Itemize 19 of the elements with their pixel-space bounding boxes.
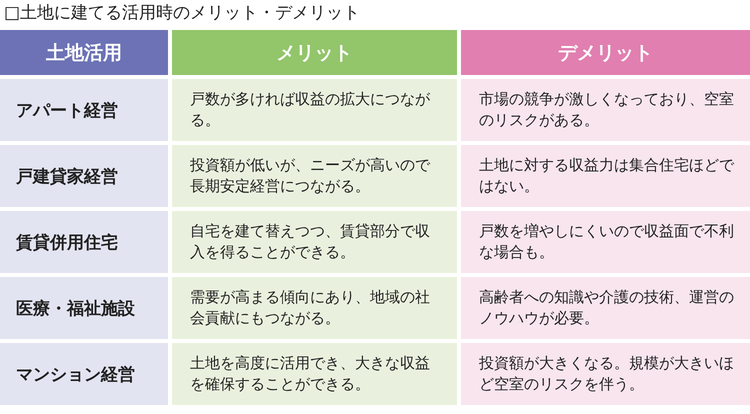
table-cell: 需要が高まる傾向にあり、地域の社会貢献にもつながる。 <box>172 277 457 339</box>
table-cell: 土地を高度に活用でき、大きな収益を確保することができる。 <box>172 343 457 405</box>
table-cell: 自宅を建て替えつつ、賃貸部分で収入を得ることができる。 <box>172 211 457 273</box>
table-cell: 高齢者への知識や介護の技術、運営のノウハウが必要。 <box>461 277 750 339</box>
column-header: デメリット <box>461 30 750 75</box>
row-header: 戸建貸家経営 <box>0 145 168 207</box>
table-cell: 土地に対する収益力は集合住宅ほどではない。 <box>461 145 750 207</box>
table-title: □土地に建てる活用時のメリット・デメリット <box>4 2 360 24</box>
row-header: 賃貸併用住宅 <box>0 211 168 273</box>
column-header: 土地活用 <box>0 30 168 75</box>
table-cell: 投資額が低いが、ニーズが高いので長期安定経営につながる。 <box>172 145 457 207</box>
table-cell: 戸数を増やしにくいので収益面で不利な場合も。 <box>461 211 750 273</box>
table-cell: 市場の競争が激しくなっており、空室のリスクがある。 <box>461 79 750 141</box>
table-cell: 投資額が大きくなる。規模が大きいほど空室のリスクを伴う。 <box>461 343 750 405</box>
row-header: アパート経営 <box>0 79 168 141</box>
column-header: メリット <box>172 30 457 75</box>
table-cell: 戸数が多ければ収益の拡大につながる。 <box>172 79 457 141</box>
row-header: マンション経営 <box>0 343 168 405</box>
row-header: 医療・福祉施設 <box>0 277 168 339</box>
